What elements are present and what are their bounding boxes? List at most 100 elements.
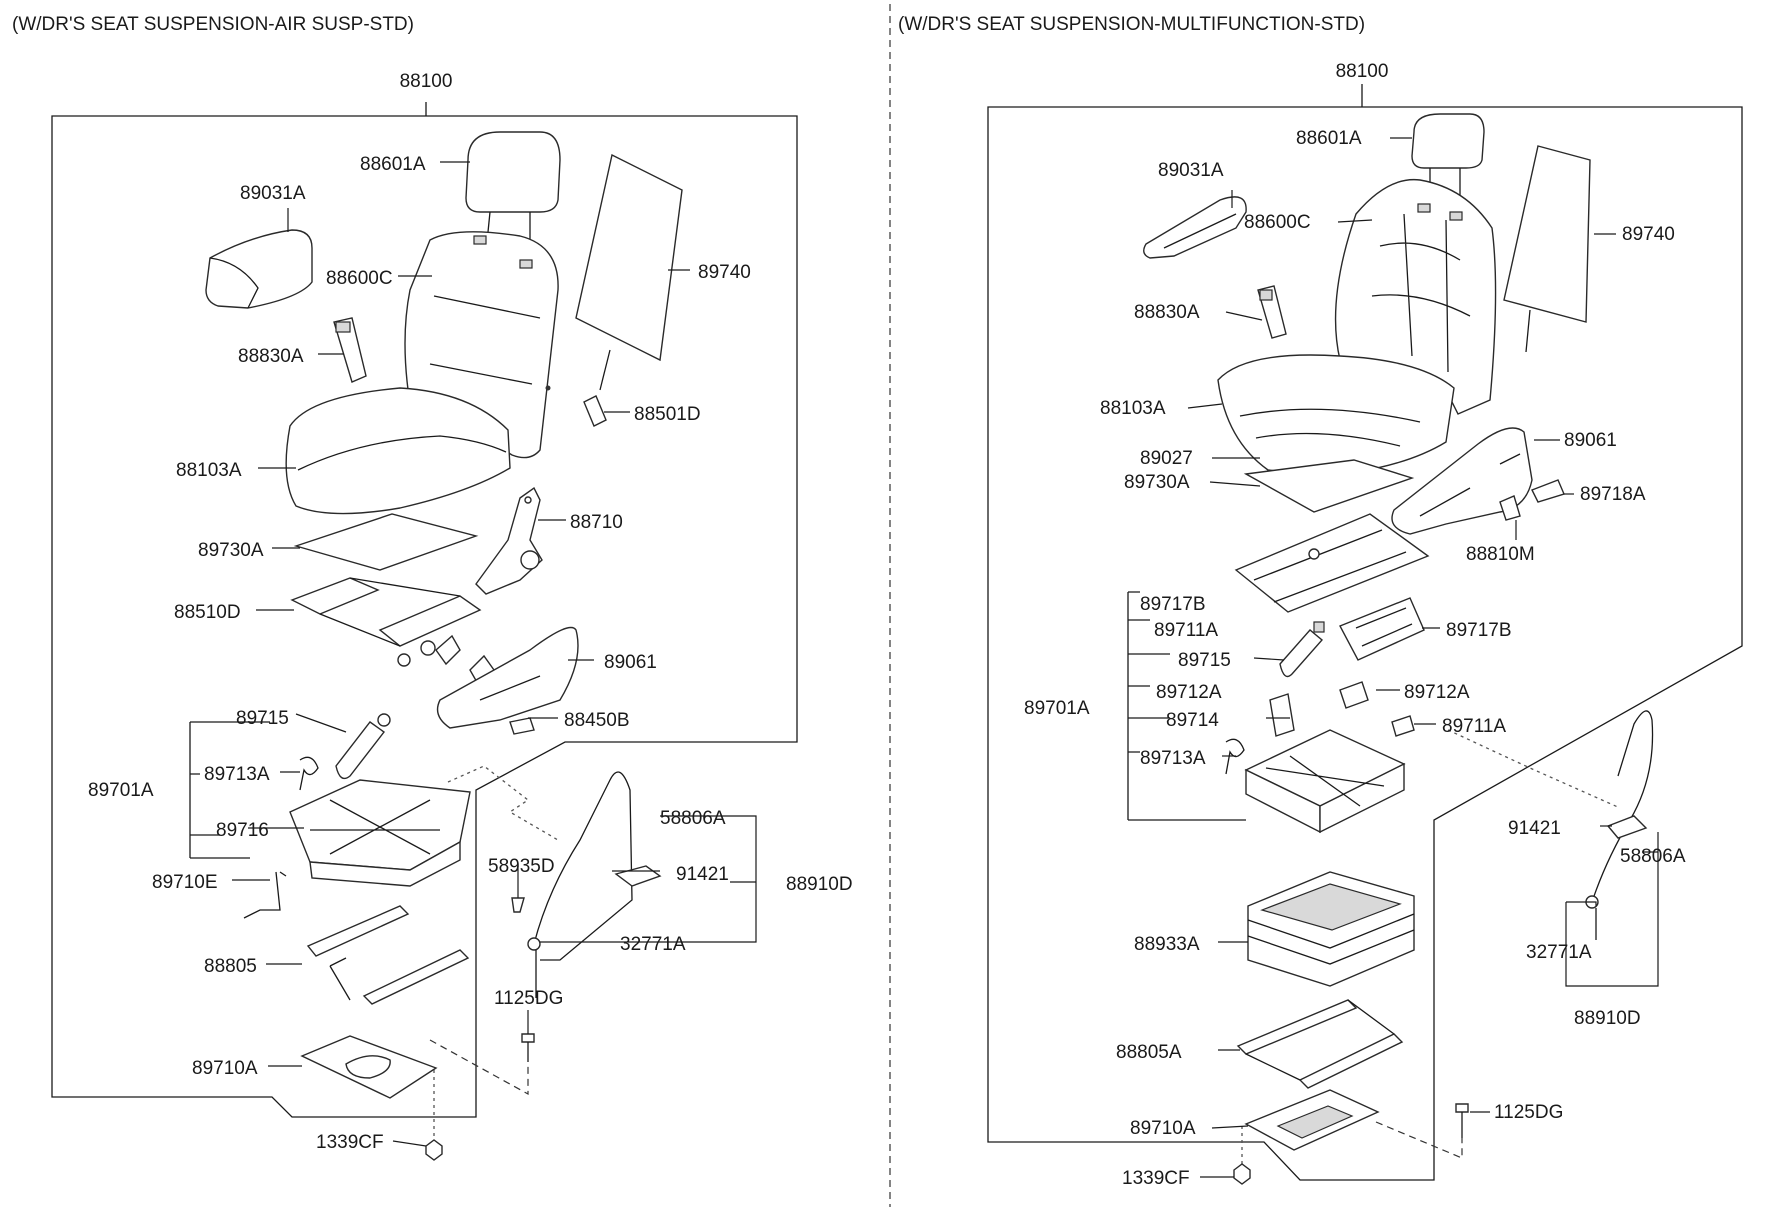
label-89730A-left: 89730A [198,540,264,561]
label-88600C-left: 88600C [326,268,393,289]
right-spring-89713A [1225,738,1245,775]
right-seat-cushion [1217,354,1455,477]
right-slide-rails [1236,999,1404,1089]
label-89712A-b-right: 89712A [1404,682,1470,703]
label-89710A-left: 89710A [192,1058,258,1079]
right-seat-back [1334,178,1497,415]
label-88103A-right: 88103A [1100,398,1166,419]
right-bolt-dash-line [1375,1121,1463,1159]
label-88450B-left: 88450B [564,710,630,731]
label-88910D-right: 88910D [1574,1008,1641,1029]
left-clip-58935D [511,897,525,913]
label-88805A-right: 88805A [1116,1042,1182,1063]
right-panel-title: (W/DR'S SEAT SUSPENSION-MULTIFUNCTION-ST… [898,14,1365,35]
left-assembly-frame [51,102,798,1118]
label-89710E-left: 89710E [152,872,218,893]
right-seatbelt-buckle [1257,285,1287,339]
label-89031A-right: 89031A [1158,160,1224,181]
right-air-reservoir [1247,871,1415,987]
label-32771A-left: 32771A [620,934,686,955]
left-base-plate [300,1035,438,1099]
right-suspension-mechanism [1244,729,1406,834]
label-1125DG-left: 1125DG [494,988,563,1009]
label-89713A-right: 89713A [1140,748,1206,769]
label-89716-left: 89716 [216,820,269,841]
label-89710A-right: 89710A [1130,1118,1196,1139]
label-89711A-a-right: 89711A [1154,620,1218,641]
label-32771A-right: 32771A [1526,942,1592,963]
label-89718A-right: 89718A [1580,484,1646,505]
left-seat-pad [293,513,479,571]
label-89717B-b-right: 89717B [1446,620,1512,641]
label-88600C-right: 88600C [1244,212,1311,233]
right-control-module [1339,597,1425,661]
left-bracket-89701A [189,721,270,859]
left-side-shield [436,626,579,735]
right-assembly-frame [987,84,1743,1181]
label-88710-left: 88710 [570,512,623,533]
label-89740-right: 89740 [1622,224,1675,245]
label-88601A-right: 88601A [1296,128,1362,149]
right-upper-frame [1234,513,1430,613]
left-label-91421 [614,865,662,887]
label-88601A-left: 88601A [360,154,426,175]
right-bracket-89701A [1127,591,1246,821]
right-base-plate [1244,1089,1380,1151]
right-label-91421 [1606,815,1648,839]
right-valves [1269,681,1415,737]
label-88100-left: 88100 [400,71,453,92]
left-suspension-mechanism [289,779,471,887]
label-89715-right: 89715 [1178,650,1231,671]
label-58935D-left: 58935D [488,856,555,877]
left-seat-cushion [285,387,511,515]
left-cylinder [335,713,391,780]
label-88810M-right: 88810M [1466,544,1535,565]
right-headrest [1411,113,1485,198]
left-hook-89710E [243,871,287,919]
label-88830A-right: 88830A [1134,302,1200,323]
label-58806A-right: 58806A [1620,846,1686,867]
left-panel: 88100 88601A 89031A 89740 88600C 88830A … [51,71,853,1161]
label-88910D-left: 88910D [786,874,853,895]
label-91421-right: 91421 [1508,818,1561,839]
label-88501D-left: 88501D [634,404,701,425]
right-cylinder [1279,621,1325,678]
left-recliner [475,486,543,595]
right-armrest [1143,196,1247,259]
left-cable [527,771,633,998]
label-89027-right: 89027 [1140,448,1193,469]
label-89701A-right: 89701A [1024,698,1090,719]
label-88830A-left: 88830A [238,346,304,367]
right-dotted-link [1447,729,1621,809]
right-switch-89718A [1531,479,1565,503]
left-leaders [232,161,757,1147]
label-91421-left: 91421 [676,864,729,885]
label-89713A-left: 89713A [204,764,270,785]
left-bolt-1125DG [521,1033,535,1062]
label-89711A-b-right: 89711A [1442,716,1506,737]
right-back-cover [1503,145,1591,323]
label-89061-right: 89061 [1564,430,1617,451]
right-panel: 88100 88601A 89031A 88600C 89740 88830A … [987,61,1743,1189]
label-1339CF-right: 1339CF [1122,1168,1190,1189]
left-slide-rails [306,905,470,1005]
label-1339CF-left: 1339CF [316,1132,384,1153]
label-89701A-left: 89701A [88,780,154,801]
label-88933A-right: 88933A [1134,934,1200,955]
left-nut-1339CF [425,1139,443,1161]
left-bolt-dash-line [429,1039,529,1096]
right-side-shield [1391,427,1533,535]
right-leaders [1187,137,1659,1178]
label-89714-right: 89714 [1166,710,1219,731]
left-seat-frame [290,577,495,686]
left-back-cover [575,153,683,362]
right-nut-1339CF [1233,1163,1251,1185]
label-88103A-left: 88103A [176,460,242,481]
label-89717B-a-right: 89717B [1140,594,1206,615]
right-switch-88810M [1499,495,1521,521]
left-dotted-link [447,765,559,841]
label-58806A-left: 58806A [660,808,726,829]
label-1125DG-right: 1125DG [1494,1102,1563,1123]
left-armrest [205,229,313,309]
